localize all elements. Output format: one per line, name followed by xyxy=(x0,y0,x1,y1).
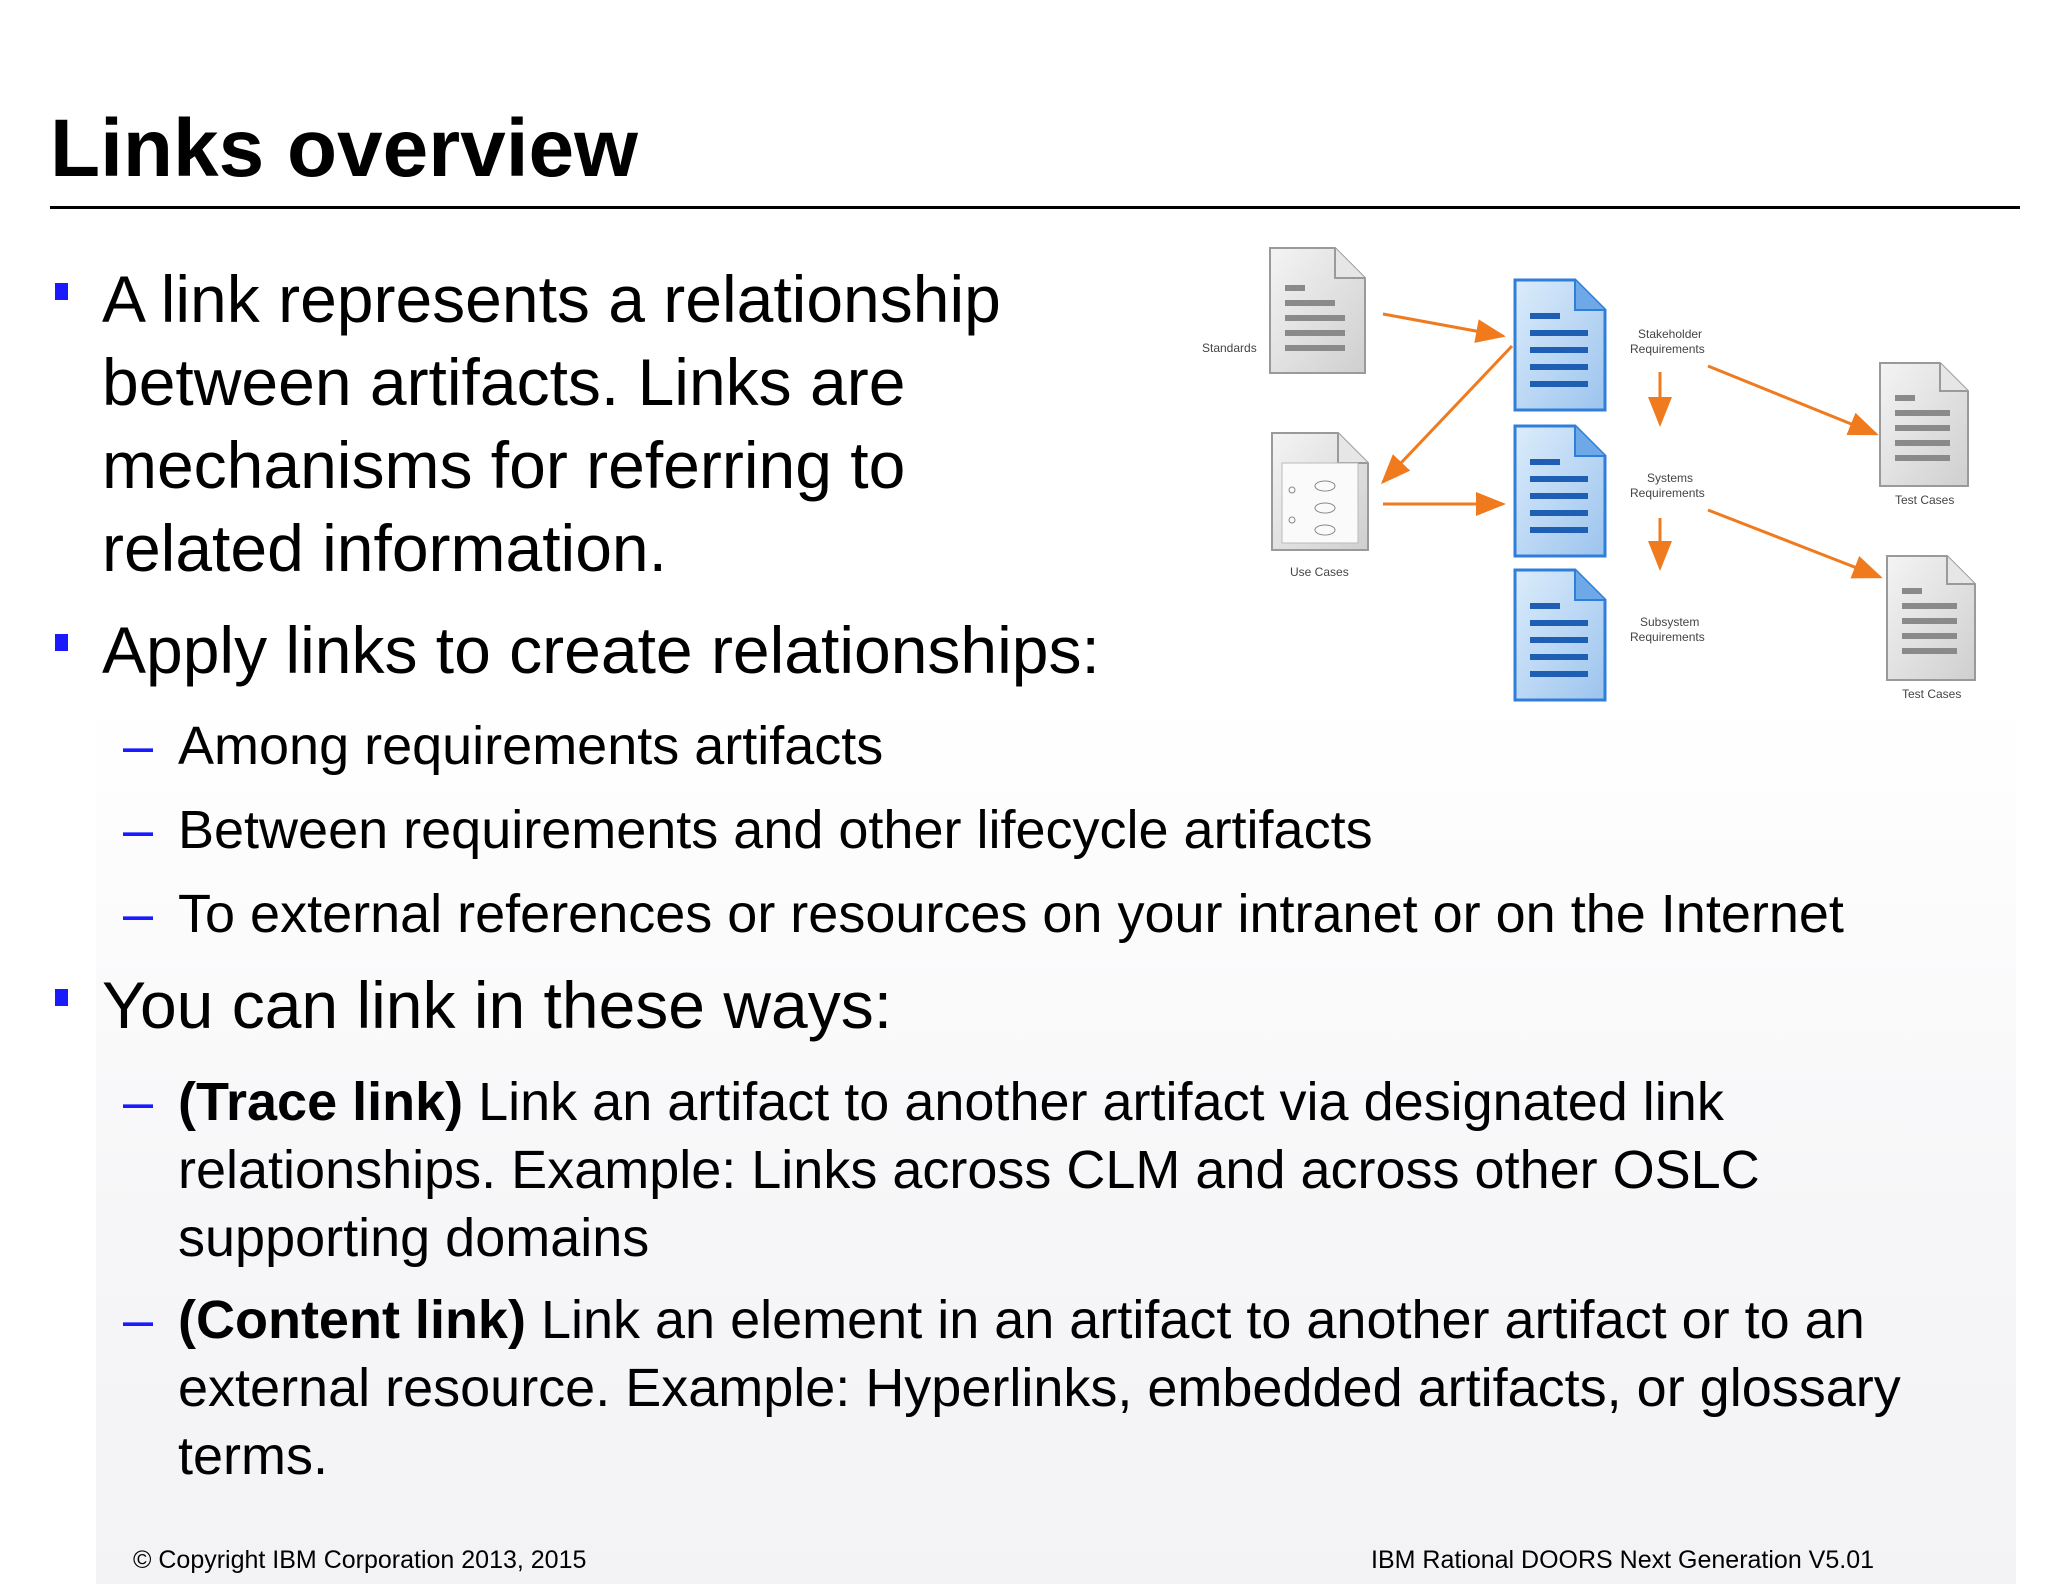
stakeholder-req-doc-icon xyxy=(1513,278,1607,412)
dash-marker: – xyxy=(123,800,154,860)
trace-link-term: (Trace link) xyxy=(178,1072,464,1132)
bullet-text: You can link in these ways: xyxy=(102,968,893,1042)
label-test-cases-2: Test Cases xyxy=(1902,687,1961,701)
trace-link-text: Link an artifact to another artifact via… xyxy=(178,1072,1760,1268)
label-stakeholder-1: Stakeholder xyxy=(1638,327,1702,341)
links-diagram: Standards Use Cases xyxy=(1202,247,1976,702)
sub-bullet-text: To external references or resources on y… xyxy=(178,884,1844,944)
bullet-link-ways: You can link in these ways: xyxy=(55,964,1302,1047)
test-cases-doc-icon-1 xyxy=(1879,362,1969,487)
sub-bullet-between: – Between requirements and other lifecyc… xyxy=(123,796,1373,864)
sub-bullet-text: Among requirements artifacts xyxy=(178,716,884,776)
link-arrows xyxy=(1380,312,1883,579)
footer-product: IBM Rational DOORS Next Generation V5.01 xyxy=(1371,1546,1875,1574)
bullet-text: Apply links to create relationships: xyxy=(102,613,1100,687)
label-test-cases-1: Test Cases xyxy=(1895,493,1954,507)
sub-bullet-text: Between requirements and other lifecycle… xyxy=(178,800,1373,860)
standards-doc-icon xyxy=(1269,247,1366,374)
dash-marker: – xyxy=(123,884,154,944)
label-systems-1: Systems xyxy=(1647,471,1693,485)
background-tint xyxy=(96,700,2016,1584)
bullet-marker xyxy=(55,989,68,1006)
bullet-link-definition: A link represents a relationship between… xyxy=(55,258,1102,590)
sub-bullet-trace-link: – (Trace link) Link an artifact to anoth… xyxy=(123,1068,1858,1272)
subsystem-req-doc-icon xyxy=(1513,568,1607,702)
systems-req-doc-icon xyxy=(1513,424,1607,558)
label-systems-2: Requirements xyxy=(1630,486,1705,500)
bullet-text: A link represents a relationship between… xyxy=(102,262,1001,585)
dash-marker: – xyxy=(123,716,154,776)
label-subsystem-2: Requirements xyxy=(1630,630,1705,644)
sub-bullet-among: – Among requirements artifacts xyxy=(123,712,884,780)
label-stakeholder-2: Requirements xyxy=(1630,342,1705,356)
page-title: Links overview xyxy=(50,103,638,194)
content-link-term: (Content link) xyxy=(178,1290,526,1350)
label-standards: Standards xyxy=(1202,341,1257,355)
test-cases-doc-icon-2 xyxy=(1886,555,1976,681)
label-subsystem-1: Subsystem xyxy=(1640,615,1699,629)
bullet-marker xyxy=(55,634,68,651)
dash-marker: – xyxy=(123,1072,154,1132)
dash-marker: – xyxy=(123,1290,154,1350)
bullet-apply-links: Apply links to create relationships: xyxy=(55,609,1302,692)
sub-bullet-content-link: – (Content link) Link an element in an a… xyxy=(123,1286,1978,1490)
title-divider xyxy=(50,206,2020,209)
footer-copyright: © Copyright IBM Corporation 2013, 2015 xyxy=(133,1546,587,1574)
label-use-cases: Use Cases xyxy=(1290,565,1349,579)
use-cases-doc-icon xyxy=(1271,432,1369,551)
content-link-text: Link an element in an artifact to anothe… xyxy=(178,1290,1901,1486)
bullet-marker xyxy=(55,283,68,300)
sub-bullet-external: – To external references or resources on… xyxy=(123,880,1844,948)
